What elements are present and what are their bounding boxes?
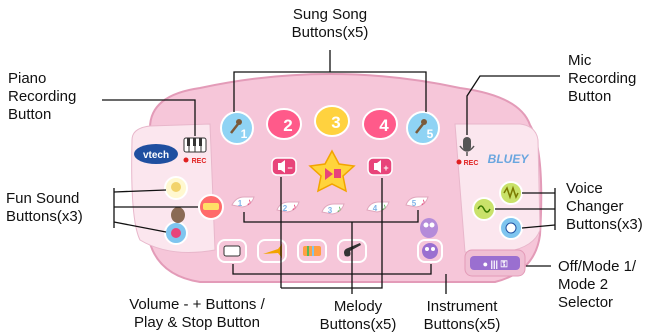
sung-song-button-3[interactable]: 3	[314, 105, 350, 137]
svg-text:5: 5	[427, 127, 434, 141]
melody-button-4[interactable]: 4 ♪	[366, 201, 390, 213]
voice-changer-button-2[interactable]	[472, 197, 496, 221]
svg-text:3: 3	[331, 113, 340, 132]
svg-text:2: 2	[283, 116, 292, 135]
instrument-button-1[interactable]	[217, 239, 247, 263]
fun-sound-character-icon	[171, 207, 185, 223]
svg-text:4: 4	[373, 204, 378, 213]
owl-icon	[422, 243, 438, 259]
voice-changer-button-3[interactable]	[499, 216, 523, 240]
svg-text:♪: ♪	[247, 197, 252, 208]
wave-icon	[503, 185, 519, 200]
callout-mic-recording: Mic Recording Button	[568, 52, 637, 105]
leader-play-stop	[281, 178, 383, 289]
callout-fun-sound: Fun Sound Buttons(x3)	[6, 190, 83, 225]
instrument-button-2[interactable]	[257, 239, 287, 263]
bird-icon	[171, 182, 181, 192]
svg-text:1: 1	[241, 127, 248, 141]
play-stop-button[interactable]	[308, 149, 356, 193]
callout-instrument: Instrument Buttons(x5)	[423, 298, 501, 333]
svg-text:3: 3	[328, 206, 333, 215]
callout-piano-recording: Piano Recording Button	[8, 70, 77, 123]
piano-icon	[223, 245, 241, 257]
callout-volume-play-stop: Volume - + Buttons / Play & Stop Button	[129, 296, 265, 331]
volume-down-button[interactable]: −	[271, 157, 297, 176]
sung-song-button-2[interactable]: 2	[266, 108, 302, 140]
svg-text:5: 5	[412, 199, 417, 208]
leader-voice-3	[521, 224, 556, 229]
svg-text:♪: ♪	[421, 197, 426, 208]
leader-instrument	[232, 264, 432, 275]
sung-song-button-5[interactable]: 5	[406, 111, 440, 145]
ball-icon	[171, 228, 181, 238]
svg-text:♪: ♪	[337, 204, 342, 215]
leader-fun-sound-3	[113, 221, 167, 233]
svg-text:4: 4	[379, 116, 389, 135]
vtech-logo	[134, 144, 178, 164]
leader-mic-recording	[466, 75, 560, 135]
off-mode-selector[interactable]: ● ||| ⚿	[470, 256, 520, 270]
svg-text:+: +	[383, 163, 388, 173]
guitar-icon	[344, 243, 361, 257]
svg-text:♪: ♪	[292, 202, 297, 213]
leader-lines	[102, 50, 560, 294]
melody-button-1[interactable]: 1 ♪	[231, 196, 255, 208]
leader-fun-sound-1	[113, 189, 167, 193]
fun-sound-button-3[interactable]	[164, 221, 188, 245]
melody-button-3[interactable]: 3 ♪	[321, 203, 345, 215]
svg-text:● ||| ⚿: ● ||| ⚿	[483, 259, 508, 269]
bluey-logo: BLUEY	[488, 152, 530, 166]
rec-dot-right-icon	[456, 159, 462, 165]
robot-icon	[505, 222, 517, 234]
sung-song-button-1[interactable]: 1	[220, 111, 254, 145]
svg-text:−: −	[287, 163, 292, 173]
callout-off-mode-selector: Off/Mode 1/ Mode 2 Selector	[558, 258, 637, 311]
mic-recording-button[interactable]	[459, 137, 475, 156]
rec-label-right: REC	[464, 160, 479, 167]
callout-sung-song: Sung Song Buttons(x5)	[291, 6, 369, 41]
svg-text:1: 1	[238, 199, 243, 208]
svg-text:2: 2	[283, 204, 288, 213]
play-icon	[325, 168, 333, 180]
squiggle-icon	[477, 205, 491, 213]
fun-sound-button-1[interactable]	[164, 176, 188, 200]
voice-changer-button-1[interactable]	[499, 181, 523, 205]
stop-icon	[334, 169, 341, 178]
car-icon	[203, 203, 219, 210]
fun-sound-button-2[interactable]	[198, 194, 224, 220]
vtech-logo-text: vtech	[143, 150, 169, 161]
leader-piano-recording	[102, 99, 196, 136]
callout-voice-changer: Voice Changer Buttons(x3)	[566, 180, 643, 233]
leader-sung-song-bracket	[233, 71, 427, 112]
svg-text:♪: ♪	[382, 202, 387, 213]
volume-up-button[interactable]: +	[367, 157, 393, 176]
piano-recording-button[interactable]	[183, 137, 207, 153]
leader-melody	[243, 210, 419, 223]
owl-character-icon	[420, 218, 438, 238]
melody-button-5[interactable]: 5 ♪	[405, 196, 429, 208]
callout-melody: Melody Buttons(x5)	[319, 298, 397, 333]
trumpet-icon	[263, 244, 282, 258]
instrument-button-3[interactable]	[297, 239, 327, 263]
melody-button-2[interactable]: 2 ♪	[276, 201, 300, 213]
sung-song-button-4[interactable]: 4	[362, 108, 398, 140]
rec-dot-left-icon	[183, 157, 189, 163]
instrument-button-5[interactable]	[417, 239, 443, 263]
rec-label-left: REC	[192, 158, 207, 165]
